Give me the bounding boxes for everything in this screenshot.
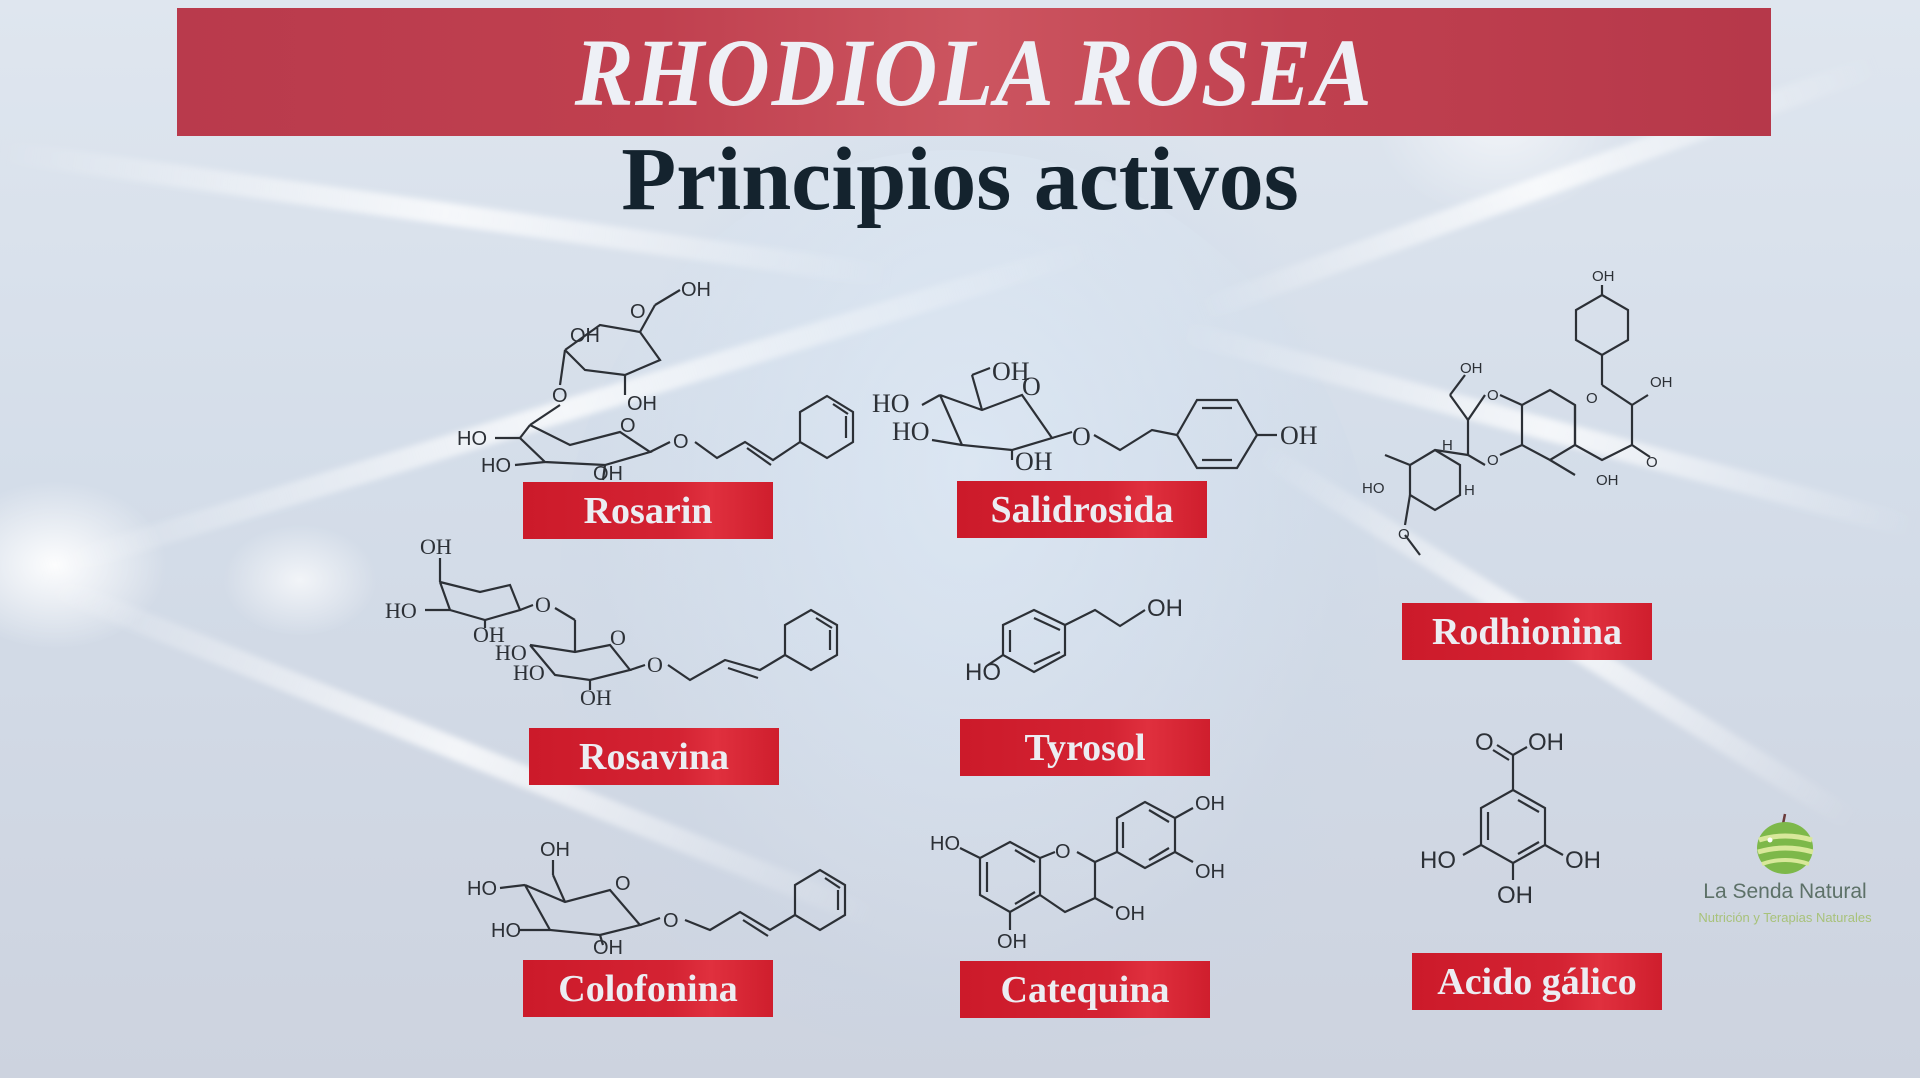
compound-label-rosarin: Rosarin — [523, 482, 773, 539]
logo-name: La Senda Natural — [1703, 880, 1867, 903]
salidroside-structure: OH O HO HO OH O OH — [872, 350, 1332, 476]
atom-label: HO — [892, 417, 930, 446]
atom-label: O — [647, 652, 663, 677]
compound-label-rosavina: Rosavina — [529, 728, 779, 785]
atom-label: OH — [1528, 729, 1564, 756]
rhodionin-structure: OH OH O OH O O O OH H H HO O — [1362, 255, 1680, 565]
atom-label: O — [1022, 372, 1041, 401]
atom-label: OH — [1147, 595, 1183, 622]
atom-label: HO — [385, 598, 417, 623]
atom-label: O — [663, 910, 679, 932]
atom-label: OH — [1650, 374, 1673, 391]
atom-label: OH — [580, 685, 612, 710]
atom-label: HO — [930, 833, 960, 855]
atom-label: O — [1055, 841, 1071, 863]
atom-label: H — [1464, 482, 1475, 499]
atom-label: HO — [872, 389, 910, 418]
atom-label: OH — [1565, 847, 1601, 874]
logo-tagline: Nutrición y Terapias Naturales — [1698, 910, 1872, 925]
atom-label: OH — [681, 279, 711, 301]
compound-label-tyrosol: Tyrosol — [960, 719, 1210, 776]
slide-title: RHODIOLA ROSEA — [574, 18, 1374, 126]
atom-label: OH — [627, 393, 657, 415]
compound-label-acido-galico: Acido gálico — [1412, 953, 1662, 1010]
compound-label-colofonina: Colofonina — [523, 960, 773, 1017]
atom-label: O — [535, 592, 551, 617]
atom-label: OH — [540, 839, 570, 861]
atom-label: HO — [1362, 480, 1385, 497]
atom-label: OH — [593, 463, 623, 485]
atom-label: O — [620, 415, 636, 437]
atom-label: OH — [997, 931, 1027, 953]
atom-label: O — [610, 625, 626, 650]
rosavin-structure: OH HO OH O O HO HO OH O — [385, 530, 855, 710]
brand-logo: La Senda Natural Nutrición y Terapias Na… — [1670, 810, 1900, 925]
atom-label: O — [1398, 526, 1410, 543]
atom-label: OH — [1195, 793, 1225, 815]
atom-label: HO — [481, 455, 511, 477]
atom-label: OH — [593, 937, 623, 959]
atom-label: OH — [1115, 903, 1145, 925]
bottom-edge — [0, 1078, 1920, 1080]
compound-label-salidrosida: Salidrosida — [957, 481, 1207, 538]
atom-label: OH — [1460, 360, 1483, 377]
atom-label: HO — [491, 920, 521, 942]
atom-label: OH — [1015, 447, 1053, 476]
atom-label: O — [673, 431, 689, 453]
atom-label: O — [1487, 387, 1499, 404]
atom-label: OH — [1195, 861, 1225, 883]
atom-label: OH — [473, 622, 505, 647]
atom-label: OH — [1592, 268, 1615, 285]
atom-label: O — [1586, 390, 1598, 407]
rosarin-structure: OH O OH OH O O HO HO OH O — [455, 270, 855, 485]
compound-label-catequina: Catequina — [960, 961, 1210, 1018]
atom-label: HO — [1420, 847, 1456, 874]
atom-label: OH — [570, 325, 600, 347]
atom-label: HO — [513, 660, 545, 685]
atom-label: OH — [992, 357, 1030, 386]
colofonina-structure: OH O HO HO OH O — [465, 830, 865, 959]
atom-label: HO — [467, 878, 497, 900]
atom-label: OH — [1596, 472, 1619, 489]
catechin-structure: HO O OH OH OH OH — [930, 780, 1265, 960]
atom-label: HO — [495, 640, 527, 665]
atom-label: O — [1072, 422, 1091, 451]
atom-label: HO — [965, 659, 1001, 686]
atom-label: O — [615, 873, 631, 895]
gallic-acid-structure: O OH HO OH OH — [1415, 720, 1615, 920]
compound-label-rodhionina: Rodhionina — [1402, 603, 1652, 660]
title-banner: RHODIOLA ROSEA — [177, 8, 1771, 136]
atom-label: O — [1475, 729, 1494, 756]
atom-label: O — [1487, 452, 1499, 469]
atom-label: OH — [1497, 882, 1533, 909]
atom-label: O — [630, 301, 646, 323]
atom-label: O — [552, 385, 568, 407]
slide-subtitle: Principios activos — [621, 130, 1299, 229]
green-apple-icon — [1752, 810, 1818, 876]
atom-label: O — [1646, 454, 1658, 471]
atom-label: OH — [420, 534, 452, 559]
atom-label: OH — [1280, 421, 1318, 450]
atom-label: HO — [457, 428, 487, 450]
tyrosol-structure: HO OH — [965, 580, 1230, 690]
atom-label: H — [1442, 437, 1453, 454]
